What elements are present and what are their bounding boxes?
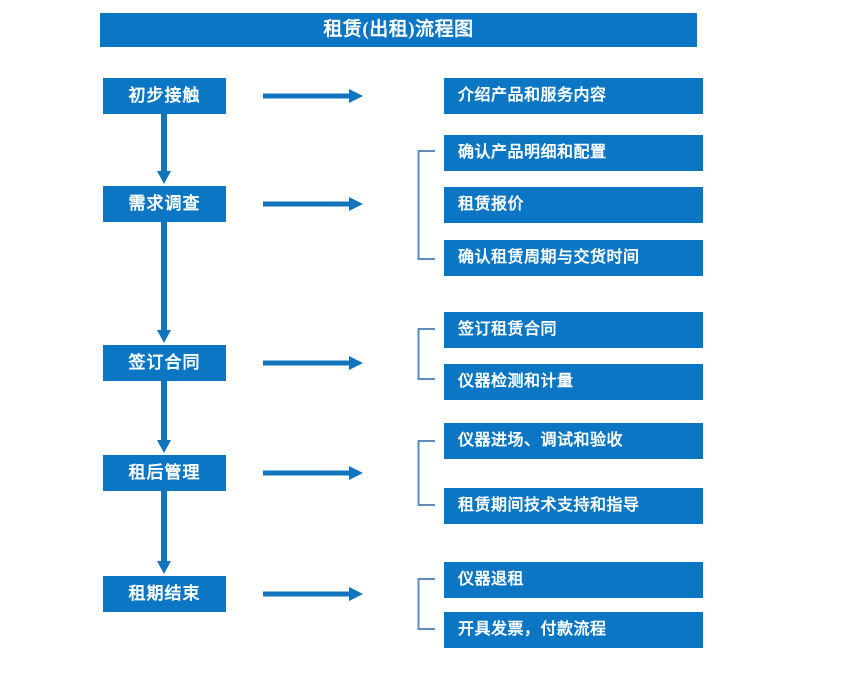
detail-box-4-2[interactable]: 租赁期间技术支持和指导 — [444, 488, 703, 524]
arrow-to-group-3-icon — [263, 355, 363, 371]
arrow-stage-2-to-stage-3-icon — [155, 222, 173, 343]
arrow-stage-1-to-stage-2-icon — [155, 114, 173, 184]
arrow-stage-3-to-stage-4-icon — [155, 381, 173, 453]
page-title: 租赁(出租)流程图 — [100, 13, 697, 47]
detail-box-2-2[interactable]: 租赁报价 — [444, 187, 703, 223]
arrow-to-group-1-icon — [263, 88, 363, 104]
stage-box-1[interactable]: 初步接触 — [103, 78, 226, 114]
arrow-stage-4-to-stage-5-icon — [155, 491, 173, 574]
arrow-to-group-4-icon — [263, 465, 363, 481]
bracket-group-2-icon — [417, 150, 437, 260]
detail-box-5-2[interactable]: 开具发票，付款流程 — [444, 612, 703, 648]
bracket-group-5-icon — [417, 578, 437, 630]
detail-box-1-1[interactable]: 介绍产品和服务内容 — [444, 78, 703, 114]
bracket-group-4-icon — [417, 440, 437, 506]
detail-box-3-2[interactable]: 仪器检测和计量 — [444, 364, 703, 400]
stage-box-5[interactable]: 租期结束 — [103, 576, 226, 612]
bracket-group-3-icon — [417, 328, 437, 380]
stage-box-3[interactable]: 签订合同 — [103, 345, 226, 381]
detail-box-3-1[interactable]: 签订租赁合同 — [444, 312, 703, 348]
stage-box-2[interactable]: 需求调查 — [103, 186, 226, 222]
stage-box-4[interactable]: 租后管理 — [103, 455, 226, 491]
detail-box-4-1[interactable]: 仪器进场、调试和验收 — [444, 423, 703, 459]
detail-box-5-1[interactable]: 仪器退租 — [444, 562, 703, 598]
arrow-to-group-2-icon — [263, 196, 363, 212]
detail-box-2-1[interactable]: 确认产品明细和配置 — [444, 135, 703, 171]
detail-box-2-3[interactable]: 确认租赁周期与交货时间 — [444, 240, 703, 276]
arrow-to-group-5-icon — [263, 586, 363, 602]
